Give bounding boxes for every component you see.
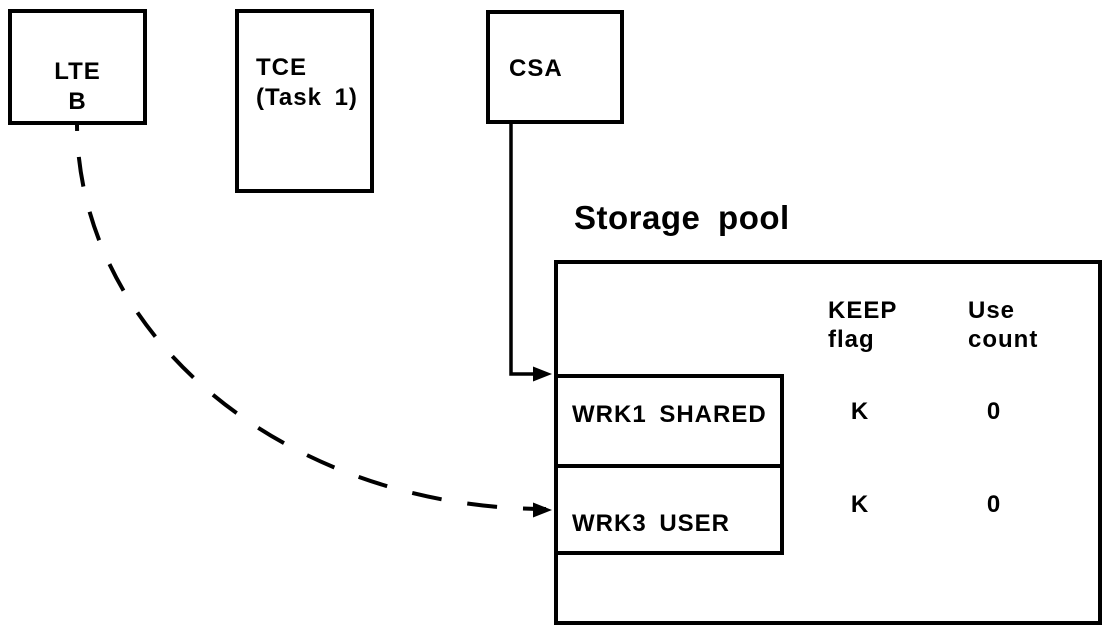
wrk1-keep-flag-value: K xyxy=(850,398,870,425)
csa-connector-line xyxy=(509,123,534,376)
lte-box: LTE B xyxy=(8,9,147,125)
pool-entry-rows: WRK1 SHARED WRK3 USER xyxy=(554,374,784,555)
pool-row-wrk3-label: WRK3 USER xyxy=(572,510,731,537)
tce-label-line2: (Task 1) xyxy=(256,84,358,111)
keep-flag-column-header: KEEP flag xyxy=(828,296,897,354)
wrk1-use-count-value: 0 xyxy=(986,398,1002,425)
tce-label-line1: TCE xyxy=(256,54,307,81)
lte-label-line1: LTE xyxy=(54,58,101,85)
csa-label: CSA xyxy=(509,55,563,82)
use-header-line2: count xyxy=(968,326,1039,353)
lte-label-line2: B xyxy=(68,88,87,115)
use-count-column-header: Use count xyxy=(968,296,1038,354)
keep-header-line2: flag xyxy=(828,326,875,353)
use-header-line1: Use xyxy=(968,297,1016,324)
keep-header-line1: KEEP xyxy=(828,297,898,324)
csa-box: CSA xyxy=(486,10,624,124)
wrk3-use-count-value: 0 xyxy=(986,491,1002,518)
row-divider xyxy=(558,464,780,468)
storage-pool-title: Storage pool xyxy=(574,199,790,236)
lte-arrowhead-icon xyxy=(533,502,552,518)
tce-box: TCE (Task 1) xyxy=(235,9,374,193)
csa-arrowhead-icon xyxy=(533,366,552,382)
pool-row-wrk1-label: WRK1 SHARED xyxy=(572,401,767,428)
wrk3-keep-flag-value: K xyxy=(850,491,870,518)
